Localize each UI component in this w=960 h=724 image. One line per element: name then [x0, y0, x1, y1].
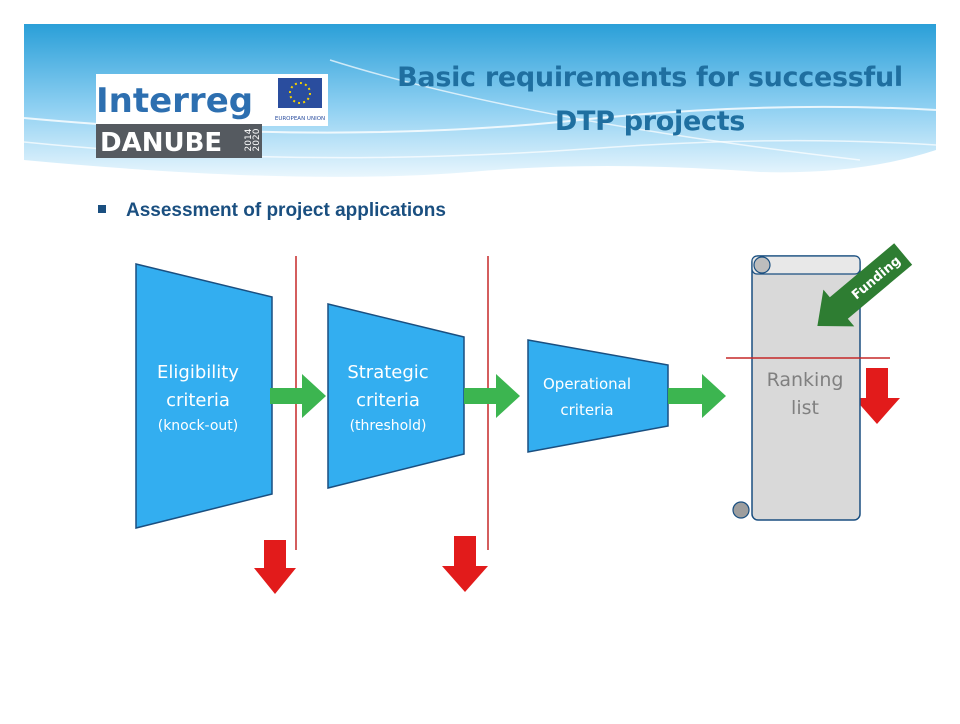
header-wave-line [329, 59, 861, 161]
bullet-text: Assessment of project applications [126, 200, 446, 221]
title-line-1: Basic requirements for successful [397, 62, 903, 93]
logo-year-bottom: 2020 [252, 128, 262, 151]
strategic-label-line2: criteria [356, 390, 420, 411]
operational-stage [527, 339, 669, 453]
scroll-curl-top [753, 256, 771, 274]
rejected-arrow-2 [442, 536, 488, 592]
title-line-2: DTP projects [554, 106, 746, 137]
strategic-stage [327, 303, 465, 489]
flow-arrow-2 [464, 374, 520, 418]
logo-year-top: 2014 [244, 128, 254, 151]
flow-arrow-1 [270, 374, 326, 418]
strategic-label-line1: Strategic [347, 362, 428, 383]
logo-program-text: DANUBE [100, 128, 222, 158]
eu-label: EUROPEAN UNION [275, 116, 325, 122]
bullet-item: Assessment of project applications [98, 200, 446, 222]
logo-brand-text: Interreg [96, 81, 253, 121]
interreg-danube-logo: Interreg EUROPEAN UNION DANUBE 2014 2020 [96, 74, 328, 158]
square-bullet-icon [98, 204, 106, 213]
ranking-label-line2: list [791, 397, 819, 419]
rejected-arrow-1 [254, 540, 296, 594]
ranking-label-line1: Ranking [767, 369, 844, 391]
danube-banner [96, 124, 262, 158]
rejected-arrow-3 [854, 368, 900, 424]
operational-label-line1: Operational [543, 375, 631, 393]
strategic-label-line3: (threshold) [350, 418, 427, 434]
eligibility-label-line2: criteria [166, 390, 230, 411]
flow-arrow-3 [668, 374, 726, 418]
slide-title: Basic requirements for successful DTP pr… [330, 56, 960, 144]
operational-label-line2: criteria [560, 401, 613, 419]
scroll-curl-bottom [732, 501, 750, 519]
eligibility-label-line1: Eligibility [157, 362, 239, 383]
eu-stars-icon [289, 82, 311, 104]
eligibility-label-line3: (knock-out) [158, 418, 239, 434]
eligibility-stage [135, 263, 273, 529]
